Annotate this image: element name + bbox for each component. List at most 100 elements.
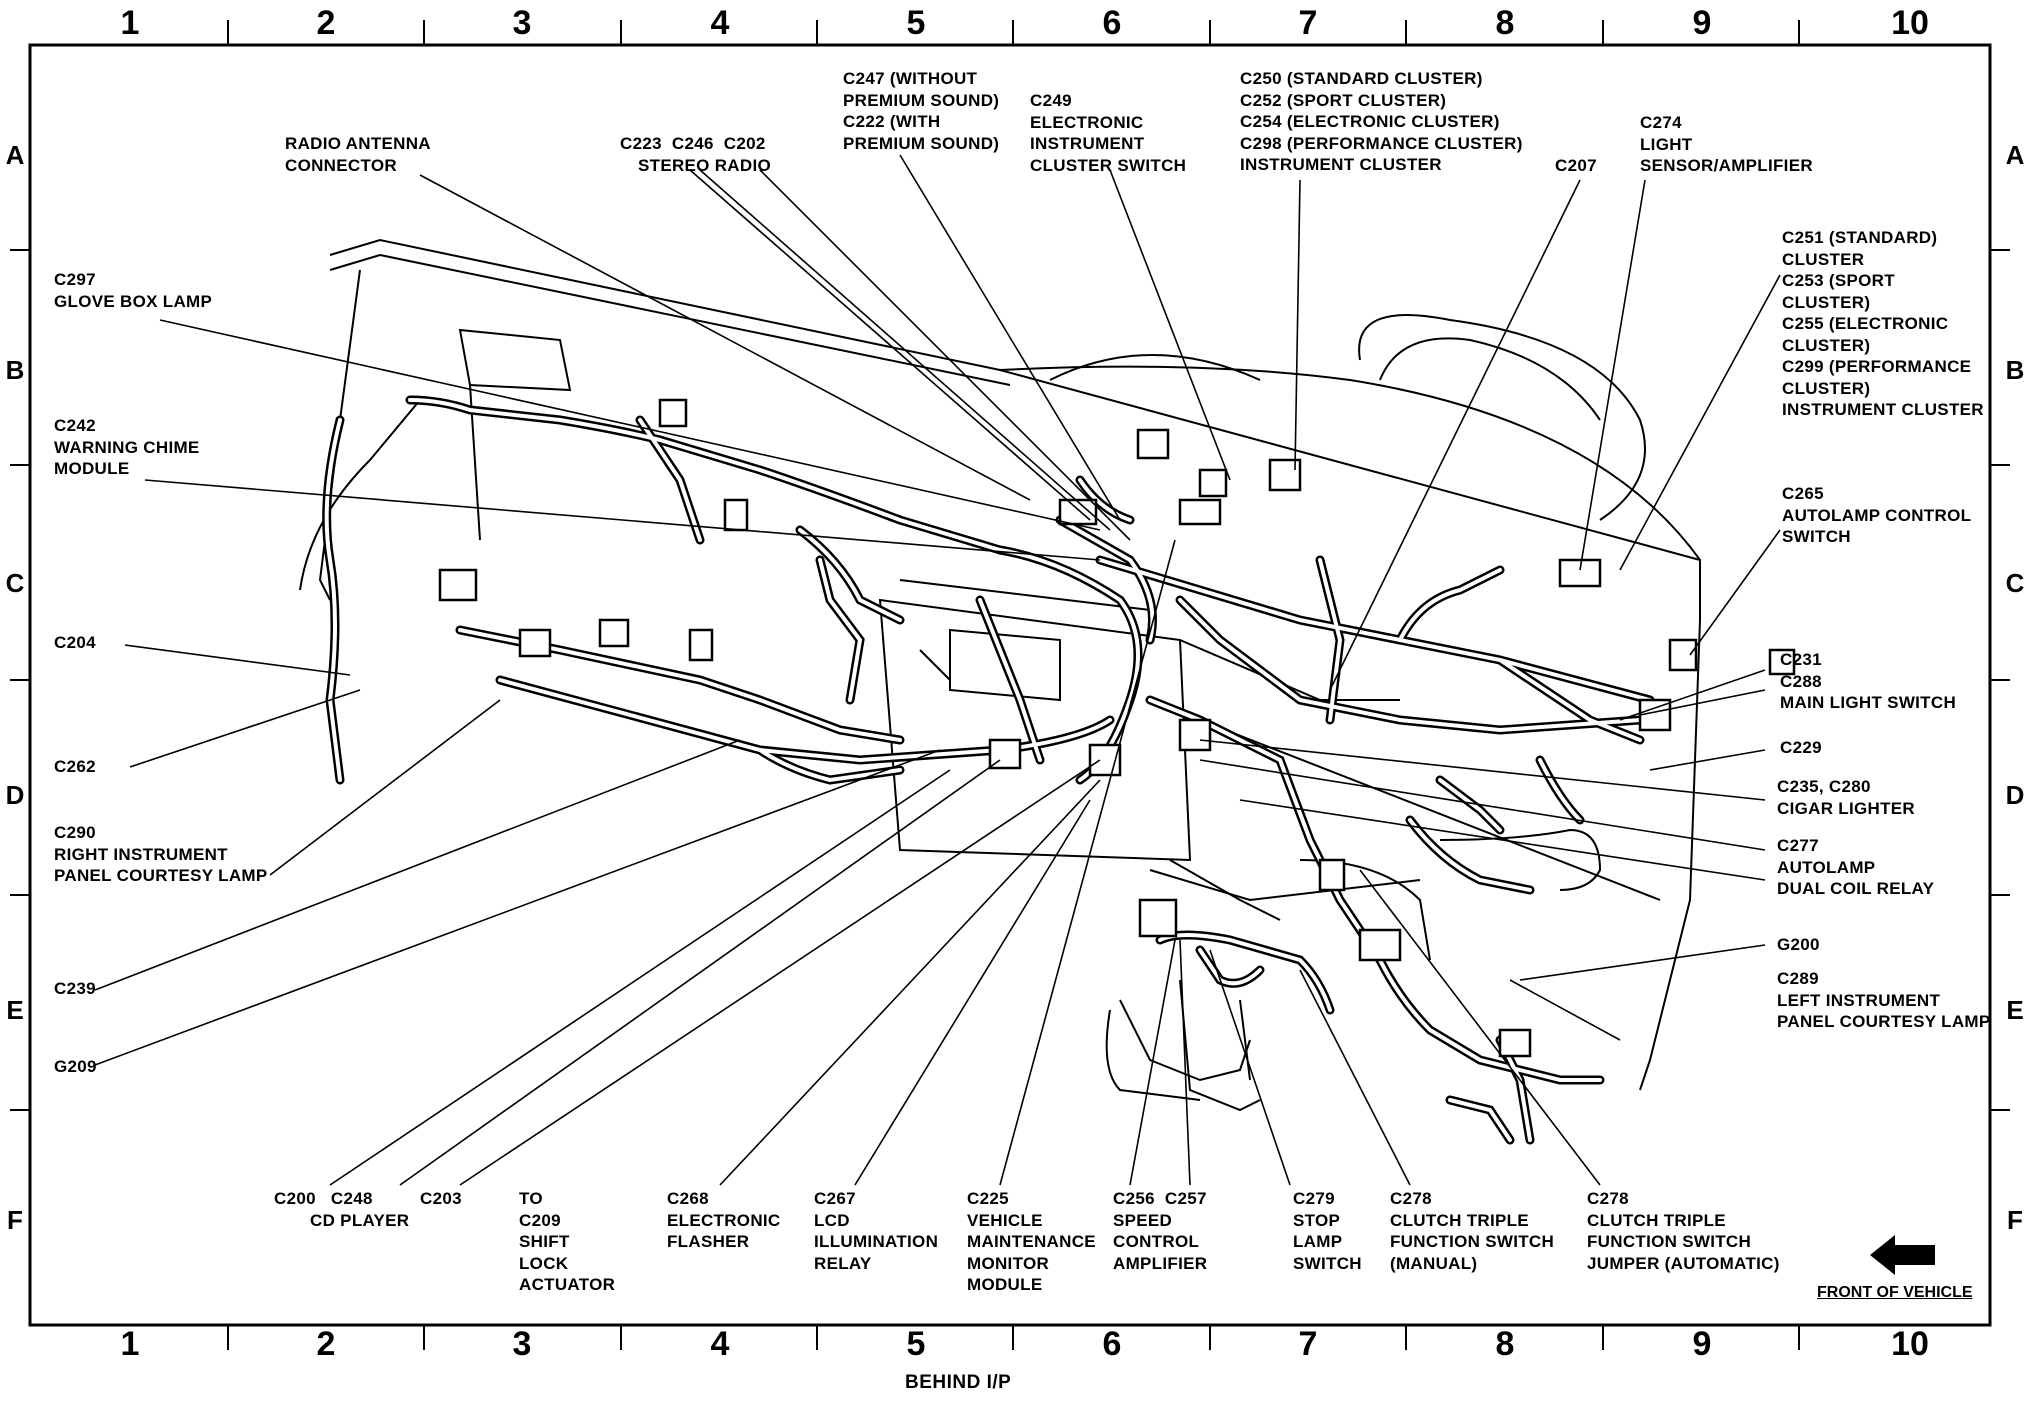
callout-line: (MANUAL)	[1390, 1253, 1478, 1273]
callout-c256-c257: C256 C257 SPEED CONTROL AMPLIFIER	[1113, 1188, 1207, 1274]
row-label: C	[5, 568, 25, 598]
callout-c279: C279 STOP LAMP SWITCH	[1293, 1188, 1362, 1274]
callout-line: SWITCH	[1782, 527, 1851, 546]
callout-c297: C297 GLOVE BOX LAMP	[54, 269, 212, 312]
callout-line: C207	[1555, 156, 1597, 175]
callout-line: SHIFT	[519, 1232, 570, 1251]
callout-line: C278	[1587, 1189, 1629, 1208]
callout-line: LIGHT	[1640, 134, 1693, 154]
callout-line: C267	[814, 1189, 856, 1208]
callout-line: C265	[1782, 484, 1824, 503]
callout-line: LEFT INSTRUMENT	[1777, 990, 1941, 1010]
callout-line: RADIO ANTENNA	[285, 134, 431, 153]
row-label: B	[5, 355, 25, 385]
callout-line: LCD	[814, 1210, 850, 1230]
callout-line: C254 (ELECTRONIC CLUSTER)	[1240, 112, 1500, 131]
callout-line: C239	[54, 979, 96, 998]
callout-g209: G209	[54, 1056, 97, 1078]
callout-c231-c288: C231 C288 MAIN LIGHT SWITCH	[1780, 649, 1956, 714]
callout-line: PREMIUM SOUND)	[843, 90, 1000, 110]
callout-line: INSTRUMENT	[1030, 134, 1145, 153]
callout-line: C253 (SPORT	[1782, 271, 1895, 290]
callout-line: WARNING CHIME	[54, 437, 200, 457]
row-label: A	[5, 140, 25, 170]
callout-line: C204	[54, 633, 96, 652]
row-label: C	[2005, 568, 2025, 598]
callout-line: C225	[967, 1189, 1009, 1208]
column-label: 10	[1891, 4, 1929, 42]
footer-caption: BEHIND I/P	[905, 1372, 1012, 1393]
callout-radio-antenna: RADIO ANTENNA CONNECTOR	[285, 133, 431, 176]
column-label: 2	[316, 1325, 336, 1363]
callout-line: C297	[54, 270, 96, 289]
callout-line: FUNCTION SWITCH	[1587, 1232, 1752, 1251]
callout-line: DUAL COIL RELAY	[1777, 879, 1935, 898]
callout-line: FLASHER	[667, 1232, 750, 1251]
callout-line: C289	[1777, 969, 1819, 988]
callout-c250-c298: C250 (STANDARD CLUSTER) C252 (SPORT CLUS…	[1240, 68, 1523, 176]
callout-c223-c246-c202: C223 C246 C202 STEREO RADIO	[620, 133, 771, 176]
callout-line: PANEL COURTESY LAMP	[54, 866, 268, 885]
callout-line: INSTRUMENT CLUSTER	[1240, 155, 1442, 174]
front-of-vehicle-label: FRONT OF VEHICLE	[1817, 1284, 1973, 1301]
callout-c290: C290 RIGHT INSTRUMENT PANEL COURTESY LAM…	[54, 822, 268, 887]
callout-line: JUMPER (AUTOMATIC)	[1587, 1253, 1780, 1273]
callout-c278-manual: C278 CLUTCH TRIPLE FUNCTION SWITCH (MANU…	[1390, 1188, 1554, 1274]
callout-line: AMPLIFIER	[1113, 1253, 1208, 1273]
callout-c203: C203	[420, 1188, 462, 1210]
callout-g200: G200	[1777, 934, 1820, 956]
callout-line: C250 (STANDARD CLUSTER)	[1240, 69, 1483, 88]
callout-c239: C239	[54, 978, 96, 1000]
column-label: 7	[1298, 4, 1318, 42]
callout-to-c209: TO C209 SHIFT LOCK ACTUATOR	[519, 1188, 615, 1296]
column-label: 1	[120, 1325, 140, 1363]
diagram-frame	[28, 43, 1992, 1327]
row-label: D	[2005, 780, 2025, 810]
callout-line: GLOVE BOX LAMP	[54, 291, 213, 311]
callout-line: MODULE	[54, 459, 130, 478]
grid-ticks	[10, 20, 2010, 1350]
column-label: 6	[1102, 1325, 1122, 1363]
callout-line: AUTOLAMP CONTROL	[1782, 505, 1972, 525]
row-label: F	[7, 1205, 23, 1235]
callout-line: G209	[54, 1057, 97, 1076]
callout-line: MAINTENANCE	[967, 1232, 1096, 1251]
callout-c249: C249 ELECTRONIC INSTRUMENT CLUSTER SWITC…	[1030, 90, 1186, 176]
callout-line: INSTRUMENT CLUSTER	[1782, 400, 1984, 419]
callout-line: C249	[1030, 91, 1072, 110]
callout-line: C278	[1390, 1189, 1432, 1208]
callout-c247-c222: C247 (WITHOUT PREMIUM SOUND) C222 (WITH …	[843, 68, 999, 154]
column-label: 2	[316, 4, 336, 42]
callout-c204: C204	[54, 632, 96, 654]
column-label: 7	[1298, 1325, 1318, 1363]
row-label: F	[2007, 1205, 2023, 1235]
callout-line: C223 C246 C202	[620, 134, 766, 153]
connectors	[438, 398, 1796, 1058]
column-label: 3	[512, 1325, 532, 1363]
callout-line: C255 (ELECTRONIC	[1782, 314, 1949, 333]
callout-c277: C277 AUTOLAMP DUAL COIL RELAY	[1777, 835, 1934, 900]
callout-line: C299 (PERFORMANCE	[1782, 357, 1972, 376]
callout-line: C298 (PERFORMANCE CLUSTER)	[1240, 133, 1523, 153]
callout-line: C229	[1780, 738, 1822, 757]
callout-line: G200	[1777, 935, 1820, 954]
callout-line: MONITOR	[967, 1253, 1050, 1273]
callout-line: SENSOR/AMPLIFIER	[1640, 156, 1813, 175]
callout-line: RELAY	[814, 1253, 872, 1273]
column-label: 3	[512, 4, 532, 42]
callout-c229: C229	[1780, 737, 1822, 759]
callout-line: CLUSTER)	[1782, 378, 1871, 398]
callout-line: CLUSTER	[1782, 249, 1865, 269]
callout-line: FUNCTION SWITCH	[1390, 1232, 1555, 1251]
callout-line: C200 C248	[274, 1189, 373, 1208]
column-label: 6	[1102, 4, 1122, 42]
callout-line: C235, C280	[1777, 777, 1871, 796]
callout-line: CLUSTER)	[1782, 292, 1871, 312]
callout-c267: C267 LCD ILLUMINATION RELAY	[814, 1188, 938, 1274]
callout-line: C256 C257	[1113, 1189, 1207, 1208]
callout-line: C247 (WITHOUT	[843, 69, 978, 88]
callout-line: C203	[420, 1189, 462, 1208]
callout-line: MAIN LIGHT SWITCH	[1780, 693, 1957, 712]
callout-line: ELECTRONIC	[667, 1210, 781, 1230]
